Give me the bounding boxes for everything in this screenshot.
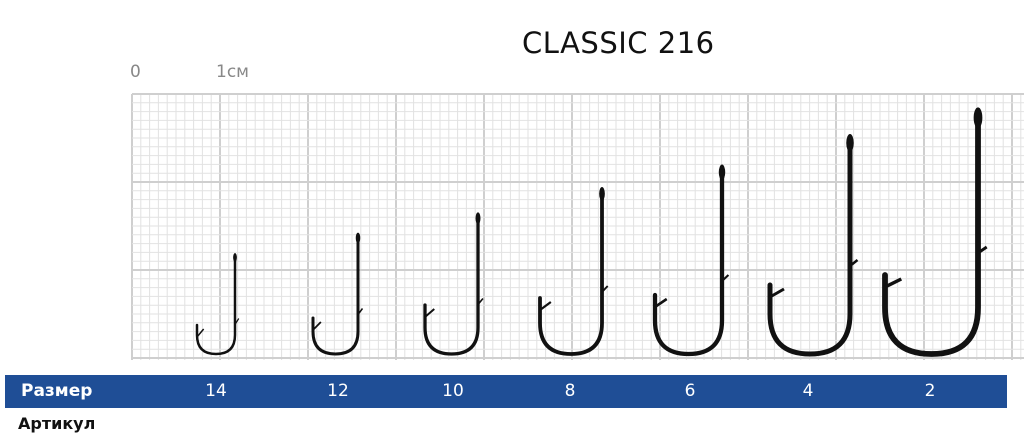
hook <box>767 135 853 357</box>
hook-barb <box>654 297 668 309</box>
hook-barb <box>769 287 785 299</box>
hook-shank-barb <box>721 274 730 282</box>
size-value: 4 <box>802 381 814 401</box>
hook-shank-barb <box>849 259 859 267</box>
hook-eye <box>973 107 983 129</box>
size-row-label: Размер <box>21 381 93 401</box>
scale-1cm-label: 1см <box>216 62 249 82</box>
hook-shank-barb <box>977 245 988 255</box>
size-value: 12 <box>327 381 349 401</box>
hook-shank-barb <box>234 318 240 325</box>
hook-barb <box>312 321 322 331</box>
hook <box>311 233 360 356</box>
article-row-label: Артикул <box>18 414 96 433</box>
hook-barb <box>424 308 435 318</box>
size-value: 8 <box>564 381 576 401</box>
hook-eye <box>475 212 481 225</box>
hook-shank-barb <box>477 297 484 306</box>
hook-barb <box>196 328 205 338</box>
size-row: Размер 14 12 10 8 6 4 2 <box>5 375 1007 408</box>
hook-barb <box>539 301 552 311</box>
hook-shank-barb <box>357 308 364 315</box>
hook-eye <box>233 253 237 262</box>
product-title: CLASSIC 216 <box>522 26 715 60</box>
hook <box>423 213 480 356</box>
hook <box>882 109 981 357</box>
hook-shank-barb <box>601 285 609 293</box>
size-value: 14 <box>205 381 227 401</box>
size-value: 2 <box>924 381 936 401</box>
hook-eye <box>599 186 605 201</box>
hook-eye <box>718 164 726 181</box>
hook-eye <box>355 232 361 244</box>
size-value: 6 <box>684 381 696 401</box>
scale-zero-label: 0 <box>130 62 141 82</box>
hook <box>652 165 725 357</box>
size-value: 10 <box>442 381 464 401</box>
hook-eye <box>846 134 854 152</box>
hook-barb <box>884 277 903 289</box>
hook <box>538 188 604 356</box>
hook <box>195 253 237 356</box>
